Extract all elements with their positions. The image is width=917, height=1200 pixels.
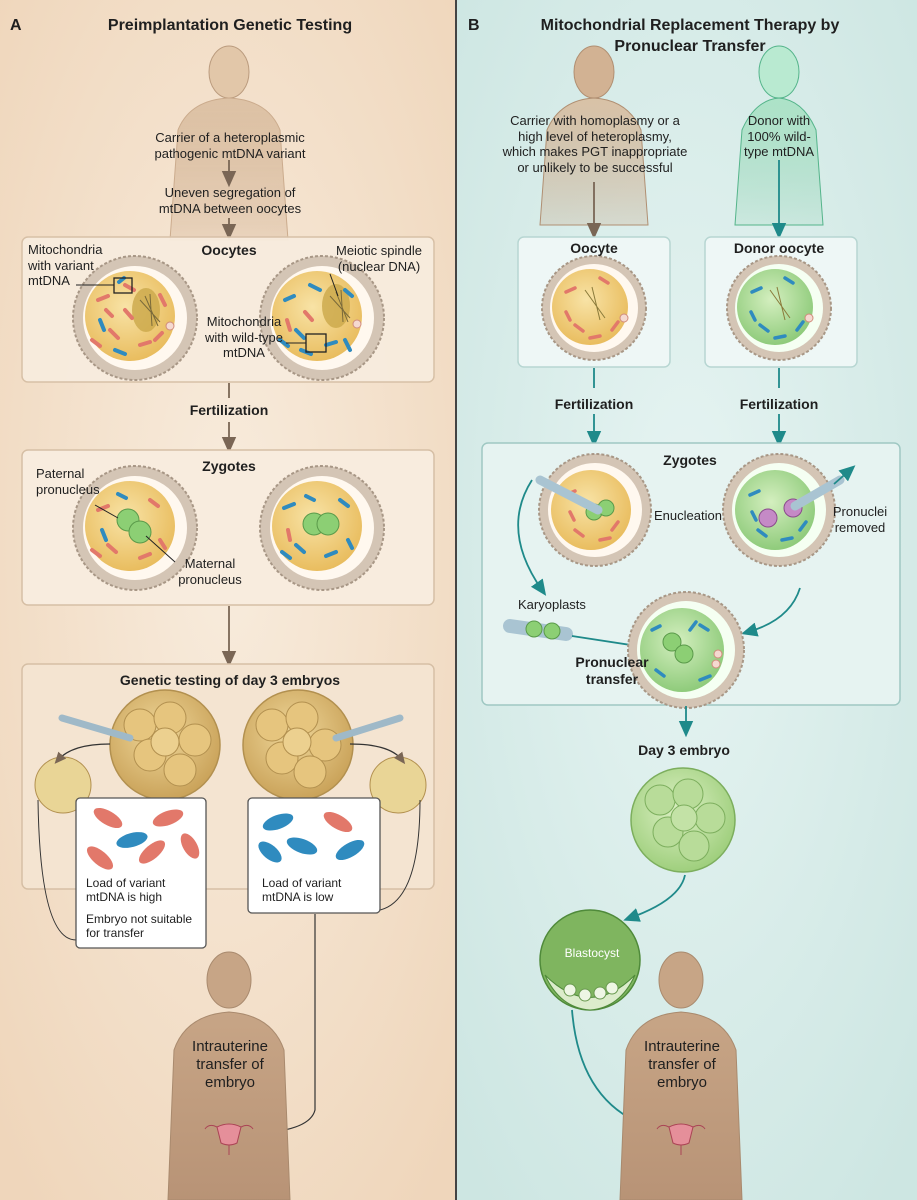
- uterus-icon-a: [204, 1123, 254, 1155]
- label-paternal: Paternal pronucleus: [36, 466, 100, 497]
- oocytes-title: Oocytes: [201, 242, 257, 258]
- karyoplasts-label: Karyoplasts: [518, 597, 586, 612]
- day3-embryo-b: [630, 767, 736, 873]
- result-low: Load of variant mtDNA is low: [262, 876, 342, 905]
- transfer-label-a: Intrauterine transfer of embryo: [192, 1038, 268, 1091]
- carrier-label-a: Carrier of a heteroplasmic pathogenic mt…: [154, 130, 306, 161]
- oocyte-b-carrier: [541, 255, 647, 361]
- label-wildtype-mito: Mitochondria with wild-type mtDNA: [204, 314, 284, 361]
- day3-embryo-a-1: [109, 689, 221, 801]
- oocyte-b-donor: [726, 255, 832, 361]
- fertilization-b-right: Fertilization: [739, 396, 819, 412]
- label-maternal: Maternal pronucleus: [178, 556, 242, 587]
- pronuclei-removed-label: Pronuclei removed: [832, 504, 888, 535]
- fertilization-b-left: Fertilization: [554, 396, 634, 412]
- result-high: Load of variant mtDNA is high: [86, 876, 166, 905]
- enucleation-label: Enucleation: [654, 508, 722, 523]
- donor-oocyte-title: Donor oocyte: [733, 240, 825, 256]
- reconstituted-zygote: [627, 591, 745, 709]
- panel-a-title: Preimplantation Genetic Testing: [107, 17, 353, 34]
- carrier-label-b: Carrier with homoplasmy or a high level …: [502, 113, 688, 175]
- day3-label-b: Day 3 embryo: [638, 742, 730, 758]
- panel-b-title-line1: Mitochondrial Replacement Therapy by: [540, 17, 840, 34]
- recipient-silhouette-a: [167, 951, 291, 1200]
- fertilization-a: Fertilization: [189, 402, 269, 418]
- uterus-icon-b: [656, 1123, 706, 1155]
- oocyte-title-b: Oocyte: [570, 240, 618, 256]
- panel-a-letter: A: [10, 17, 22, 34]
- blastocyst-shape: [539, 909, 641, 1011]
- recipient-silhouette-b: [619, 951, 743, 1200]
- result-not-suitable: Embryo not suitable for transfer: [86, 912, 193, 941]
- transfer-label-b: Intrauterine transfer of embryo: [644, 1038, 720, 1091]
- zygotes-title-b: Zygotes: [663, 452, 717, 468]
- oocyte-a-1: [72, 255, 198, 381]
- blastocyst-label: Blastocyst: [564, 946, 620, 960]
- panel-b-title-line2: Pronuclear Transfer: [614, 38, 766, 55]
- label-variant-mito: Mitochondria with variant mtDNA: [28, 242, 103, 289]
- label-spindle: Meiotic spindle (nuclear DNA): [336, 243, 422, 274]
- zygote-a-2: [259, 465, 385, 591]
- testing-title: Genetic testing of day 3 embryos: [119, 672, 341, 688]
- zygote-b-donor: [722, 453, 836, 567]
- donor-label: Donor with 100% wild-type mtDNA: [743, 113, 815, 160]
- mito-icons-high: [86, 807, 200, 870]
- zygotes-title-a: Zygotes: [202, 458, 256, 474]
- pronuclear-transfer-label: Pronuclear transfer: [575, 654, 649, 687]
- mito-icons-low: [258, 811, 365, 863]
- carrier-silhouette-b: [539, 45, 649, 226]
- segregation-label: Uneven segregation of mtDNA between oocy…: [158, 185, 302, 216]
- panel-b-letter: B: [468, 17, 480, 34]
- day3-embryo-a-2: [242, 689, 354, 801]
